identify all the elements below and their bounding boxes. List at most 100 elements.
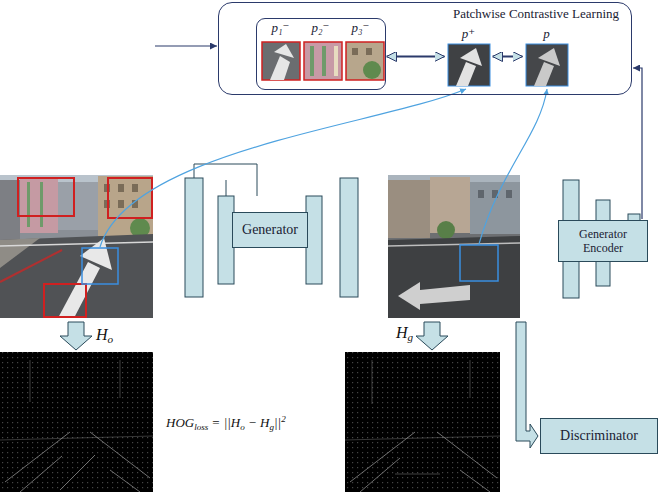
math-symbol: o bbox=[240, 422, 245, 432]
hog-map bbox=[60, 455, 95, 490]
input-image bbox=[0, 175, 153, 318]
positive-patch: p⁺ bbox=[446, 26, 492, 88]
encoder-box: Generator Encoder bbox=[558, 220, 648, 262]
input-image bbox=[20, 178, 58, 233]
discriminator-arrow bbox=[516, 322, 538, 448]
hog-map bbox=[345, 360, 500, 492]
math-symbol: || bbox=[274, 415, 281, 430]
generator-box: Generator bbox=[232, 212, 308, 248]
hog-map bbox=[0, 352, 153, 492]
negative-patch bbox=[352, 48, 358, 55]
hog-map bbox=[0, 352, 153, 492]
generator-layers bbox=[340, 178, 358, 297]
query-patch-image bbox=[538, 48, 560, 66]
negative-patch bbox=[363, 61, 381, 79]
math-symbol: o bbox=[108, 333, 114, 345]
hog-map bbox=[460, 470, 490, 492]
input-image bbox=[108, 178, 152, 218]
query-patch-image bbox=[534, 62, 554, 86]
negative-patch bbox=[322, 46, 326, 76]
input-image bbox=[132, 184, 138, 192]
positive-patch-image bbox=[456, 62, 476, 86]
math-symbol: loss bbox=[194, 422, 208, 432]
math-symbol: H bbox=[260, 415, 269, 430]
input-image bbox=[82, 248, 118, 284]
skip-connection bbox=[226, 180, 227, 196]
generated-image bbox=[437, 221, 455, 239]
hog-map bbox=[345, 352, 500, 492]
double-arrow bbox=[493, 56, 523, 58]
generated-image bbox=[388, 243, 520, 246]
input-image bbox=[18, 178, 74, 216]
generated-image bbox=[388, 236, 520, 318]
node-label: Generator bbox=[242, 222, 298, 238]
node-label: Patchwise Contrastive Learning bbox=[231, 6, 619, 21]
math-label: Ho bbox=[96, 326, 113, 345]
hog-map bbox=[470, 360, 471, 398]
contrastive-panel: Patchwise Contrastive Learningp₁⁻p₂⁻p₃⁻p… bbox=[218, 2, 632, 95]
input-image bbox=[58, 182, 98, 230]
node-label: p₂⁻ bbox=[312, 20, 330, 36]
generated-image bbox=[388, 175, 520, 318]
hog-map bbox=[345, 352, 500, 492]
input-image bbox=[0, 250, 62, 282]
negative-patch bbox=[304, 42, 342, 80]
arrow bbox=[633, 68, 642, 219]
input-image bbox=[40, 182, 43, 227]
generator-layers bbox=[306, 196, 322, 284]
hog-map bbox=[372, 360, 373, 404]
negative-patch bbox=[304, 42, 342, 80]
negative-patch bbox=[366, 48, 372, 55]
math-symbol: H bbox=[396, 324, 408, 341]
node-label: p⁺ bbox=[446, 26, 492, 42]
math-symbol: g bbox=[270, 422, 275, 432]
node-label: Discriminator bbox=[560, 428, 638, 444]
hog-map bbox=[110, 470, 140, 492]
skip-connection bbox=[194, 164, 257, 196]
node-label: p₁⁻ bbox=[272, 20, 290, 36]
hog-arrow bbox=[60, 322, 92, 350]
hog-map bbox=[0, 436, 153, 440]
generated-image bbox=[388, 175, 520, 318]
negative-patch bbox=[346, 42, 384, 80]
hog-map bbox=[90, 432, 150, 478]
hog-map bbox=[30, 360, 31, 402]
generated-image bbox=[420, 285, 470, 304]
hog-map bbox=[345, 436, 500, 440]
input-image bbox=[0, 175, 153, 318]
double-arrow bbox=[387, 56, 445, 58]
hog-map bbox=[345, 352, 500, 492]
positive-patch-image bbox=[460, 48, 482, 66]
hog-map bbox=[0, 352, 153, 492]
generated-image bbox=[478, 190, 484, 198]
math-symbol: = bbox=[212, 415, 219, 430]
patch-leader bbox=[100, 89, 466, 247]
math-symbol: 2 bbox=[281, 414, 286, 424]
input-image bbox=[27, 182, 30, 227]
generated-image bbox=[470, 182, 520, 234]
negative-patch bbox=[310, 46, 314, 76]
negative-patch bbox=[270, 56, 290, 80]
generated-image bbox=[506, 190, 512, 198]
hog-map bbox=[120, 360, 121, 398]
hog-map bbox=[360, 458, 400, 492]
math-symbol: − bbox=[249, 415, 256, 430]
math-label: HOGloss=||Ho−Hg||2 bbox=[166, 414, 286, 432]
math-symbol: g bbox=[408, 331, 414, 343]
input-image bbox=[44, 284, 86, 317]
generated-image bbox=[460, 245, 498, 281]
hog-map bbox=[20, 456, 62, 492]
positive-patch-image bbox=[448, 44, 490, 86]
negative-patch bbox=[274, 44, 294, 58]
input-image bbox=[118, 200, 124, 208]
input-arrow bbox=[155, 45, 217, 46]
query-patch-image bbox=[526, 44, 568, 86]
query-patch-image bbox=[526, 44, 568, 86]
generator-layers bbox=[185, 178, 358, 297]
hog-map bbox=[395, 474, 440, 475]
hog-map bbox=[437, 432, 497, 478]
negative-patch bbox=[334, 46, 338, 76]
math-symbol: ||H bbox=[224, 415, 241, 430]
math-symbol: H bbox=[96, 326, 108, 343]
negative-patch bbox=[346, 42, 384, 80]
